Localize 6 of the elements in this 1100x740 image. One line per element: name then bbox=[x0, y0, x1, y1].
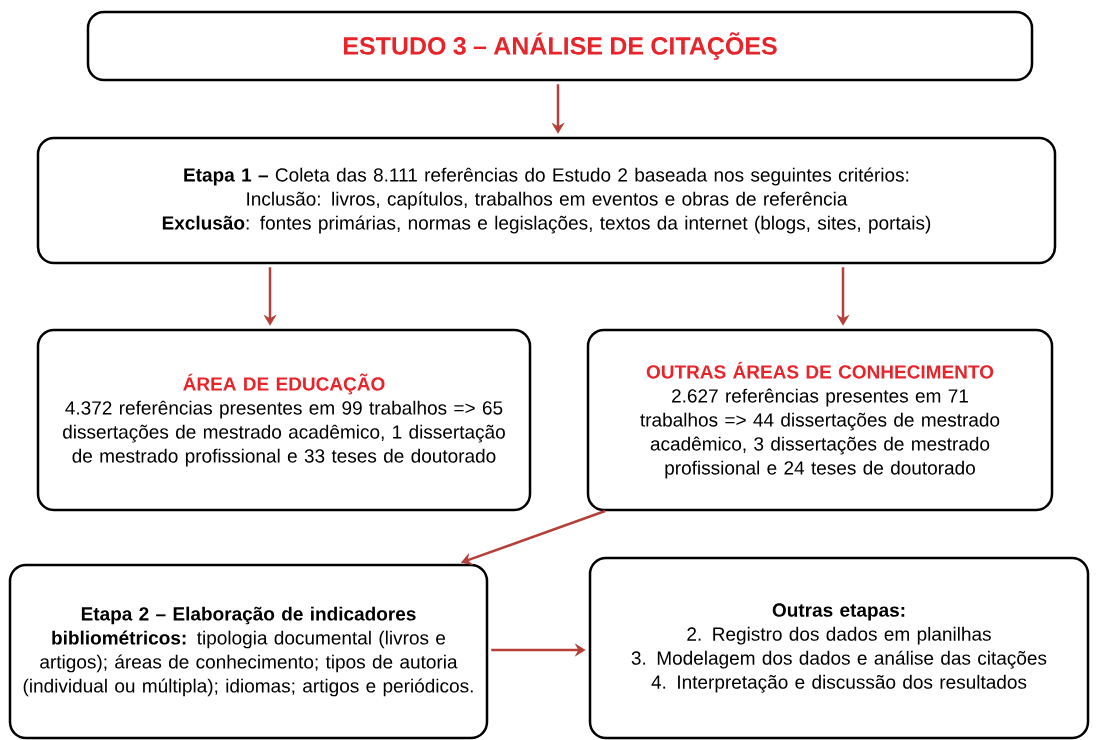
process-box: Etapa 2 – Elaboração de indicadores bibliométricos: tipologia documental (livros e artigos); áreas de conhecimento; tipos de autoria (individual ou múltipla); idiomas; artigos e periódicos. bbox=[8, 563, 489, 740]
process-box: Etapa 1 – Coleta das 8.111 referências do Estudo 2 baseada nos seguintes critérios: Inclusão: livros, capítulos, trabalhos em eventos e obras de referência Exclusão: fontes primárias, normas e legislações, textos da internet (blogs, sites, portais) bbox=[36, 136, 1057, 265]
title-box: ESTUDO 3 – ANÁLISE DE CITAÇÕES bbox=[86, 10, 1034, 82]
process-box: Outras etapas: 2. Registro dos dados em planilhas 3. Modelagem dos dados e análise das citações 4. Interpretação e discussão dos resultados bbox=[588, 556, 1090, 740]
category-box: ÁREA DE EDUCAÇÃO 4.372 referências presentes em 99 trabalhos => 65 dissertações de mestrado acadêmico, 1 dissertação de mestrado profissional e 33 teses de doutorado bbox=[36, 328, 532, 512]
category-box: OUTRAS ÁREAS DE CONHECIMENTO 2.627 referências presentes em 71 trabalhos => 44 dissertações de mestrado acadêmico, 3 dissertações de mestrado profissional e 24 teses de doutorado bbox=[586, 328, 1054, 512]
